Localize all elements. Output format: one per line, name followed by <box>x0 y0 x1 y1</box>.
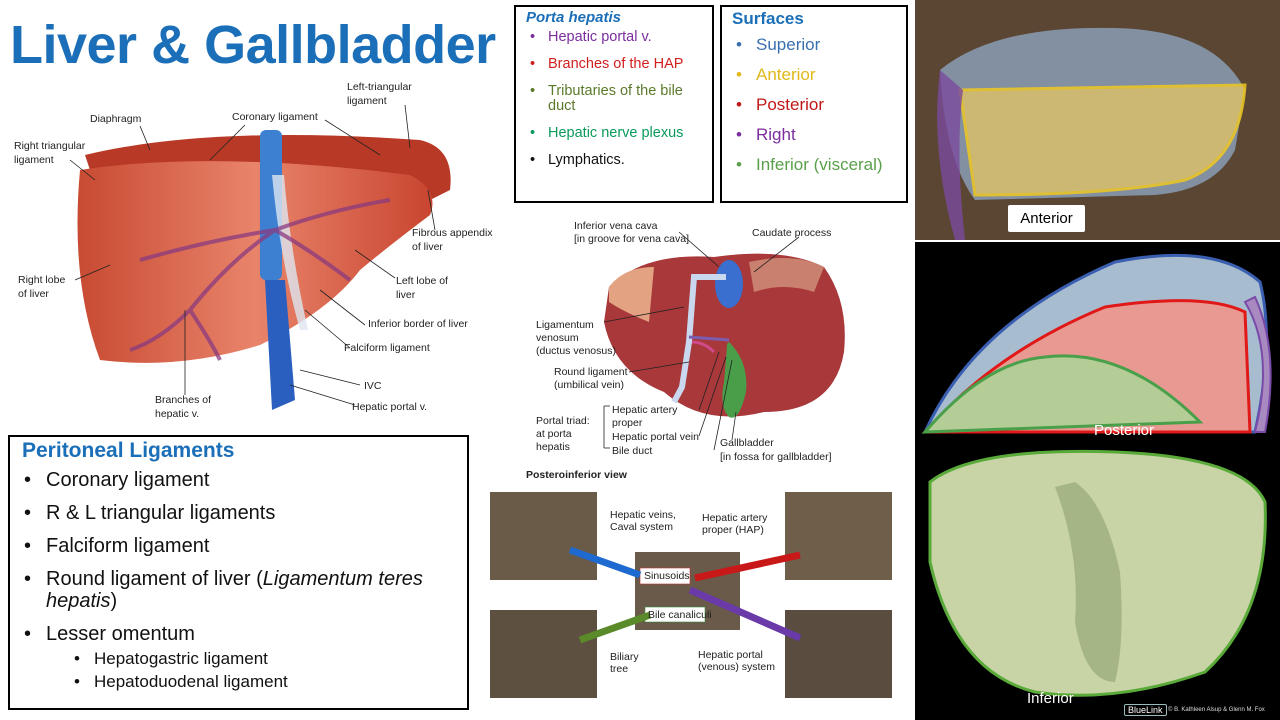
surface-item: Posterior <box>732 95 896 115</box>
label-left-triangular-1: Left-triangular <box>347 81 412 93</box>
peritoneal-item-round: Round ligament of liver (Ligamentum tere… <box>22 568 455 612</box>
label-left-lobe-1: Left lobe of <box>396 275 448 287</box>
flow-label-hv-2: Caval system <box>610 521 673 533</box>
label-right-lobe-1: Right lobe <box>18 274 65 286</box>
label-right-triangular-1: Right triangular <box>14 140 86 152</box>
photo-posterior <box>915 242 1280 442</box>
photo-inferior <box>915 442 1280 720</box>
flow-label-sinusoids: Sinusoids <box>644 570 690 582</box>
peritoneal-list: Coronary ligament R & L triangular ligam… <box>22 469 455 692</box>
posteroinferior-illustration: Inferior vena cava [in groove for vena c… <box>514 212 914 484</box>
peritoneal-subitem: Hepatoduodenal ligament <box>22 672 455 692</box>
circulation-flow-diagram: Hepatic veins, Caval system Hepatic arte… <box>490 490 895 700</box>
porta-item: Branches of the HAP <box>526 57 702 73</box>
label-lig-venosum-3: (ductus venosus) <box>536 345 616 357</box>
porta-hepatis-list: Hepatic portal v. Branches of the HAP Tr… <box>526 30 702 169</box>
label-branches-2: hepatic v. <box>155 408 199 420</box>
label-branches-1: Branches of <box>155 394 211 406</box>
label-ivc: IVC <box>364 380 382 392</box>
label-fibrous-appendix-2: of liver <box>412 241 443 253</box>
label-round-2: (umbilical vein) <box>554 379 624 391</box>
peritoneal-title: Peritoneal Ligaments <box>22 439 235 462</box>
flow-label-hpv-1: Hepatic portal <box>698 649 763 661</box>
label-hap-2: proper <box>612 417 643 429</box>
label-view: Posteroinferior view <box>526 469 628 481</box>
label-lig-venosum-1: Ligamentum <box>536 319 594 331</box>
surface-item: Right <box>732 125 896 145</box>
label-fibrous-appendix-1: Fibrous appendix <box>412 227 493 239</box>
peritoneal-item: Coronary ligament <box>22 469 455 491</box>
photo-credit: © B. Kathleen Alsup & Glenn M. Fox <box>1168 707 1265 713</box>
label-hepatic-portal: Hepatic portal v. <box>352 401 427 413</box>
peritoneal-item: R & L triangular ligaments <box>22 502 455 524</box>
flow-label-biliary-1: Biliary <box>610 651 639 663</box>
peritoneal-ligaments-box: Peritoneal Ligaments Coronary ligament R… <box>8 435 469 710</box>
label-photo-posterior: Posterior <box>1094 422 1155 439</box>
label-ivc-1: Inferior vena cava <box>574 220 658 232</box>
liver-anterior-illustration: Diaphragm Coronary ligament Left-triangu… <box>10 80 510 425</box>
flow-label-hv-1: Hepatic veins, <box>610 509 676 521</box>
surface-item: Inferior (visceral) <box>732 155 896 175</box>
round-text-a: Round ligament of liver ( <box>46 568 263 590</box>
porta-item: Lymphatics. <box>526 153 702 169</box>
label-falciform-ligament: Falciform ligament <box>344 342 430 354</box>
porta-item: Hepatic nerve plexus <box>526 126 702 142</box>
label-hpv: Hepatic portal vein <box>612 431 699 443</box>
porta-item: Tributaries of the bile duct <box>526 84 702 114</box>
surface-item: Anterior <box>732 65 896 85</box>
label-left-lobe-2: liver <box>396 289 416 301</box>
label-lig-venosum-2: venosum <box>536 332 579 344</box>
surfaces-title: Surfaces <box>732 9 804 28</box>
flow-label-hap-1: Hepatic artery <box>702 512 768 524</box>
label-triad-2: at porta <box>536 428 572 440</box>
label-right-triangular-2: ligament <box>14 154 54 166</box>
flow-label-biliary-2: tree <box>610 663 628 675</box>
porta-hepatis-title: Porta hepatis <box>526 9 622 26</box>
label-bile: Bile duct <box>612 445 652 457</box>
peritoneal-subitem: Hepatogastric ligament <box>22 649 455 669</box>
label-gb-1: Gallbladder <box>720 437 774 449</box>
label-photo-anterior: Anterior <box>1008 205 1085 232</box>
label-gb-2: [in fossa for gallbladder] <box>720 451 832 463</box>
flow-label-canaliculi: Bile canaliculi <box>648 609 712 621</box>
label-diaphragm: Diaphragm <box>90 113 142 125</box>
label-coronary-ligament: Coronary ligament <box>232 111 318 123</box>
label-triad-3: hepatis <box>536 441 570 453</box>
label-triad-1: Portal triad: <box>536 415 590 427</box>
label-right-lobe-2: of liver <box>18 288 49 300</box>
round-text-b: ) <box>110 590 118 612</box>
page-title: Liver & Gallbladder <box>10 15 496 75</box>
flow-label-hpv-2: (venous) system <box>698 661 775 673</box>
flow-label-hap-2: proper (HAP) <box>702 524 764 536</box>
surfaces-list: Superior Anterior Posterior Right Inferi… <box>732 35 896 175</box>
round-latin: Ligamentum teres hepatis <box>46 568 423 612</box>
porta-item: Hepatic portal v. <box>526 30 702 46</box>
label-inferior-border: Inferior border of liver <box>368 318 468 330</box>
porta-hepatis-box: Porta hepatis Hepatic portal v. Branches… <box>514 5 714 203</box>
label-caudate: Caudate process <box>752 227 831 239</box>
bluelink-logo: BlueLink <box>1124 704 1167 716</box>
label-ivc-2: [in groove for vena cava] <box>574 233 689 245</box>
label-left-triangular-2: ligament <box>347 95 387 107</box>
surfaces-box: Surfaces Superior Anterior Posterior Rig… <box>720 5 908 203</box>
peritoneal-item: Falciform ligament <box>22 535 455 557</box>
photo-anterior <box>915 0 1280 240</box>
label-hap-1: Hepatic artery <box>612 404 678 416</box>
label-photo-inferior: Inferior <box>1027 690 1074 707</box>
surface-item: Superior <box>732 35 896 55</box>
label-round-1: Round ligament <box>554 366 628 378</box>
peritoneal-item: Lesser omentum <box>22 623 455 645</box>
